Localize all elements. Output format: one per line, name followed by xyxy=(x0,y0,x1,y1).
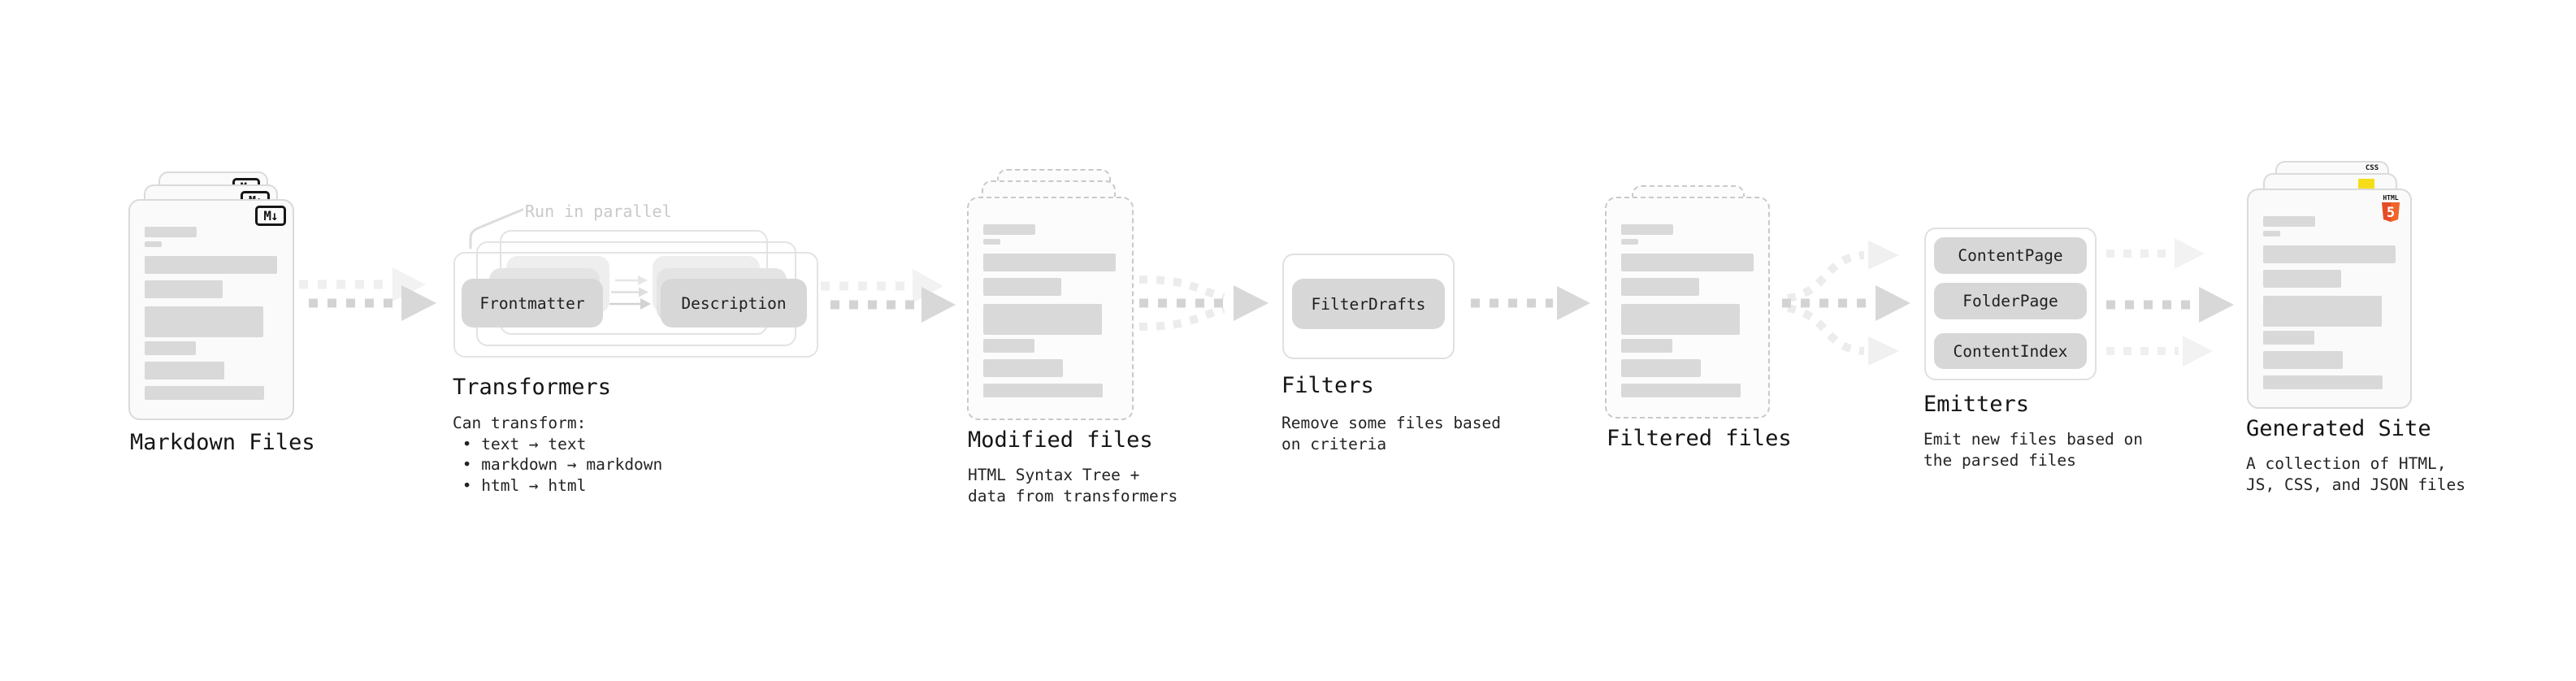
placeholder-text-bar xyxy=(145,386,264,400)
markdown-icon-label: M↓ xyxy=(263,208,278,223)
modified-files-description: HTML Syntax Tree + data from transformer… xyxy=(968,466,1178,505)
html5-icon-word: HTML xyxy=(2383,194,2398,202)
description-box: Description xyxy=(661,279,807,327)
placeholder-text-bar xyxy=(2263,216,2315,227)
flow-arrow-filtered-to-emitters-fanout xyxy=(1782,241,1910,366)
run-in-parallel-note: Run in parallel xyxy=(525,202,672,221)
placeholder-text-bar xyxy=(2263,231,2280,236)
flow-arrow-filters-to-filtered xyxy=(1471,286,1590,320)
placeholder-text-bar xyxy=(145,227,197,237)
flow-arrow-transformers-to-modified xyxy=(821,269,956,323)
placeholder-text-bar xyxy=(1621,384,1741,397)
js-icon xyxy=(2358,179,2374,190)
placeholder-text-bar xyxy=(983,224,1035,235)
folder-page-box: FolderPage xyxy=(1934,283,2087,319)
generated-site-description: A collection of HTML, JS, CSS, and JSON … xyxy=(2246,454,2466,494)
placeholder-text-bar xyxy=(145,280,223,298)
placeholder-text-bar xyxy=(2263,331,2314,345)
placeholder-text-bar xyxy=(145,362,224,380)
placeholder-text-bar xyxy=(1621,304,1740,335)
css-icon-label: CSS xyxy=(2365,164,2379,172)
document-placeholder-lines xyxy=(2263,216,2402,389)
flow-arrow-emitters-to-generated xyxy=(2106,238,2234,367)
placeholder-text-bar xyxy=(983,384,1103,397)
placeholder-text-bar xyxy=(2263,351,2343,369)
transformer-internal-arrows xyxy=(609,275,651,310)
html5-icon-number: 5 xyxy=(2387,205,2395,221)
emitters-description: Emit new files based on the parsed files xyxy=(1923,430,2144,470)
placeholder-text-bar xyxy=(983,278,1061,296)
modified-file-card-front xyxy=(967,197,1134,420)
stage-title-modified-files: Modified files xyxy=(968,427,1153,453)
placeholder-text-bar xyxy=(2263,270,2341,288)
placeholder-text-bar xyxy=(1621,278,1699,296)
flow-arrow-markdown-to-transformers xyxy=(299,267,436,321)
placeholder-text-bar xyxy=(2263,296,2382,327)
filter-drafts-box: FilterDrafts xyxy=(1292,279,1445,329)
placeholder-text-bar xyxy=(145,241,162,247)
placeholder-text-bar xyxy=(145,256,277,274)
placeholder-text-bar xyxy=(1621,339,1672,353)
placeholder-text-bar xyxy=(983,304,1102,335)
placeholder-text-bar xyxy=(983,254,1116,271)
content-index-box: ContentIndex xyxy=(1934,333,2087,369)
placeholder-text-bar xyxy=(983,239,1000,245)
stage-title-markdown-files: Markdown Files xyxy=(130,430,315,455)
stage-title-filtered-files: Filtered files xyxy=(1607,426,1792,451)
content-page-box: ContentPage xyxy=(1934,237,2087,274)
transformers-frame-front xyxy=(453,252,818,358)
filtered-file-card-front xyxy=(1605,197,1770,419)
frontmatter-box: Frontmatter xyxy=(462,279,603,327)
filters-description: Remove some files based on criteria xyxy=(1281,414,1502,453)
placeholder-text-bar xyxy=(145,341,196,355)
placeholder-text-bar xyxy=(145,306,263,337)
stage-title-transformers: Transformers xyxy=(453,375,612,400)
placeholder-text-bar xyxy=(1621,254,1754,271)
placeholder-text-bar xyxy=(1621,239,1638,245)
placeholder-text-bar xyxy=(2263,375,2383,389)
placeholder-text-bar xyxy=(983,339,1034,353)
placeholder-text-bar xyxy=(983,359,1063,377)
document-placeholder-lines xyxy=(983,224,1124,397)
markdown-icon: M↓ xyxy=(255,206,286,226)
placeholder-text-bar xyxy=(1621,224,1673,235)
document-placeholder-lines xyxy=(145,227,284,400)
flow-arrow-modified-to-filters-merge xyxy=(1138,275,1268,331)
document-placeholder-lines xyxy=(1621,224,1760,397)
transformers-description: Can transform: • text → text • markdown … xyxy=(453,414,663,495)
html5-icon: HTML 5 xyxy=(2382,194,2400,222)
placeholder-text-bar xyxy=(2263,245,2396,263)
generated-file-card-front: HTML 5 xyxy=(2247,189,2412,409)
stage-title-emitters: Emitters xyxy=(1923,392,2030,417)
stage-title-filters: Filters xyxy=(1281,373,1374,398)
stage-title-generated-site: Generated Site xyxy=(2246,416,2431,441)
note-callout-line xyxy=(469,208,524,249)
placeholder-text-bar xyxy=(1621,359,1701,377)
markdown-file-card-front: M↓ xyxy=(128,199,294,420)
